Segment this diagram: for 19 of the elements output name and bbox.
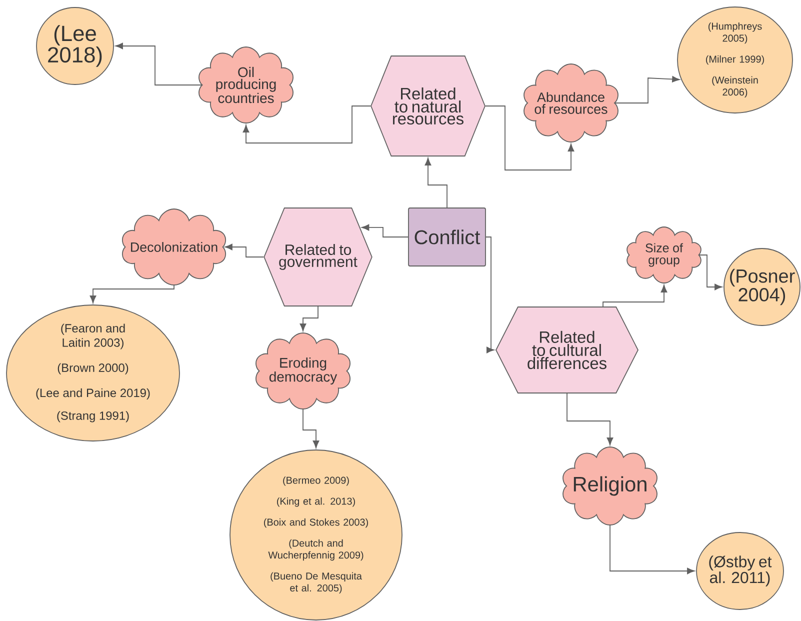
process-box: Conflict <box>408 208 486 266</box>
hexagon: Related to government <box>264 208 372 306</box>
arrow <box>224 244 264 258</box>
arrow <box>424 158 448 208</box>
arrow <box>485 106 574 170</box>
arrow <box>566 393 614 446</box>
arrow <box>115 42 202 86</box>
hexagon: Related to natural resources <box>370 56 486 156</box>
arrow <box>602 284 668 307</box>
arrow <box>610 525 695 574</box>
arrow <box>302 409 320 448</box>
arrow <box>242 106 371 144</box>
arrow <box>698 254 722 290</box>
arrow <box>614 76 680 104</box>
hexagon: Related to cultural differences <box>496 306 639 394</box>
arrow <box>486 236 494 354</box>
arrow <box>362 224 408 238</box>
arrow <box>90 285 174 304</box>
arrow <box>300 306 318 332</box>
